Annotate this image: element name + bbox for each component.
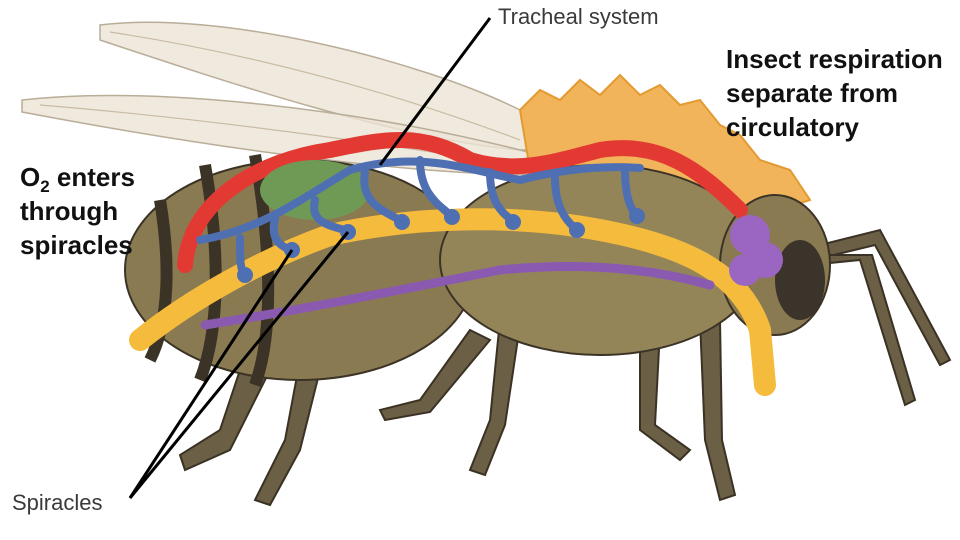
respiration-note-line: separate from — [726, 76, 960, 110]
respiration-note-line: circulatory — [726, 110, 960, 144]
spiracles-label: Spiracles — [12, 490, 102, 516]
fore-leg-lower — [700, 320, 735, 500]
respiration-note-line: Insect respiration — [726, 42, 960, 76]
oxygen-note-line: through — [20, 194, 180, 228]
oxygen-note: O2 enters through spiracles — [20, 160, 180, 262]
oxygen-note-rest: enters — [50, 162, 135, 192]
oxygen-note-line: spiracles — [20, 228, 180, 262]
eye — [775, 240, 825, 320]
oxygen-symbol: O — [20, 162, 40, 192]
tracheal-system-label: Tracheal system — [498, 4, 659, 30]
oxygen-note-line: O2 enters — [20, 160, 180, 194]
respiration-note: Insect respiration separate from circula… — [726, 42, 960, 144]
